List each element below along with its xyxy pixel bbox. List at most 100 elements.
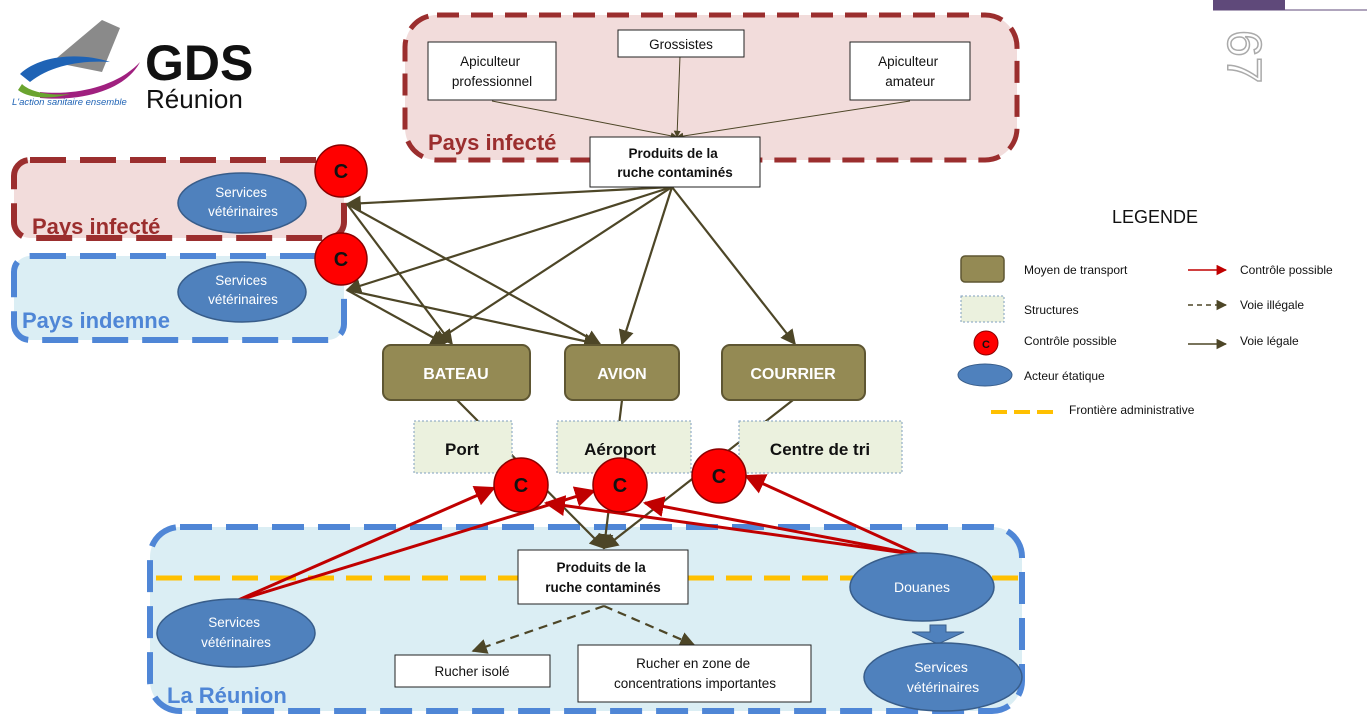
control-tri-mark: C	[712, 466, 726, 488]
page-number: 67	[1217, 30, 1270, 83]
legend-transport-label: Moyen de transport	[1024, 263, 1128, 277]
arrow-infected-to-bateau	[346, 203, 453, 346]
zone-reunion-label: La Réunion	[167, 683, 287, 708]
legend-control-mark: C	[982, 339, 990, 351]
zone-top-label: Pays infecté	[428, 130, 556, 155]
transport-avion: AVION	[564, 344, 680, 401]
source-amateur-line1: Apiculteur	[878, 54, 939, 69]
page-number-bar	[1213, 0, 1285, 10]
control-tri: C	[691, 448, 747, 504]
legend-transport-swatch	[960, 255, 1005, 283]
legend-control-swatch	[973, 330, 999, 356]
control-aeroport: C	[592, 457, 648, 513]
svg-text:Produits de la ruche con: Produits de la ruche contaminés	[545, 560, 661, 595]
logo-brand: GDS	[145, 35, 253, 91]
arrow-grossistes-to-products	[673, 55, 681, 138]
logo-tagline: L'action sanitaire ensemble	[12, 97, 127, 108]
arrow-amateur-to-products	[676, 100, 911, 140]
control-port-mark: C	[514, 475, 528, 497]
source-pro-line1: Apiculteur	[460, 54, 521, 69]
legend-control-label: Contrôle possible	[1024, 334, 1117, 348]
transport-courrier: COURRIER	[721, 344, 866, 401]
legend-title: LEGENDE	[1112, 207, 1198, 227]
control-aeroport-mark: C	[613, 475, 627, 497]
products-bottom-line1: Produits de la	[556, 560, 646, 575]
logo-sub: Réunion	[146, 84, 243, 114]
transport-avion-label: AVION	[597, 366, 646, 383]
actor-services-reunion-right: Services vétérinaires	[863, 642, 1023, 712]
arrow-pro-to-products	[491, 100, 678, 140]
control-arrow-douanes-to-port	[543, 495, 921, 557]
control-arrow-vet-to-port	[235, 485, 496, 603]
control-arrow-douanes-to-aeroport	[642, 496, 921, 557]
rucher-isole-label: Rucher isolé	[434, 664, 509, 679]
control-arrow-douanes-to-tri	[744, 474, 921, 557]
actor-services-right-line2: vétérinaires	[907, 679, 979, 695]
legend-illegal-label: Voie illégale	[1240, 298, 1304, 312]
actor-services-infected-line2: vétérinaires	[208, 204, 278, 219]
control-left-free: C	[314, 232, 368, 286]
actor-services-reunion: Services vétérinaires	[156, 598, 316, 668]
source-amateur-line2: amateur	[885, 74, 935, 89]
transport-bateau: BATEAU	[382, 344, 531, 401]
arrow-products-to-free	[345, 185, 673, 294]
source-amateur: Apiculteur amateur	[849, 41, 971, 101]
rucher-zone-line2: concentrations importantes	[614, 676, 776, 691]
actor-services-reunion-line1: Services	[208, 615, 260, 630]
svg-text:Apiculteur amateur: Apiculteur amateur	[878, 54, 942, 89]
douanes-to-services-arrow	[911, 624, 965, 645]
actor-services-reunion-line2: vétérinaires	[201, 635, 271, 650]
svg-text:Apiculteur professionnel: Apiculteur professionnel	[452, 54, 532, 89]
legend-actor-label: Acteur étatique	[1024, 369, 1105, 383]
arrow-products-to-bateau	[430, 186, 673, 345]
svg-text:Services vétérinaires: Services vétérinaires	[208, 273, 278, 307]
products-top: Produits de la ruche contaminés	[589, 136, 761, 188]
illegal-arrow-to-isole	[471, 604, 605, 654]
page-number-area: 67	[1213, 0, 1367, 84]
structure-port: Port	[413, 420, 513, 474]
gds-logo: GDS Réunion L'action sanitaire ensemble	[12, 20, 253, 114]
logo-swoosh-green	[18, 84, 70, 98]
svg-text:Services vétérinaires: Services vétérinaires	[907, 659, 979, 695]
arrow-infected-to-avion	[346, 203, 602, 345]
arrow-products-to-avion	[618, 186, 674, 346]
transport-courrier-label: COURRIER	[750, 366, 836, 383]
illegal-routes	[471, 604, 696, 654]
zone-left-free-label: Pays indemne	[22, 308, 170, 333]
svg-text:Services vétérinaires: Services vétérinaires	[208, 185, 278, 219]
legend-structures-label: Structures	[1024, 303, 1079, 317]
products-top-line2: ruche contaminés	[617, 165, 733, 180]
structure-tri-label: Centre de tri	[770, 440, 870, 459]
actor-douanes-label: Douanes	[894, 579, 950, 595]
arrow-free-to-bateau	[346, 289, 447, 345]
actor-services-free-line1: Services	[215, 273, 267, 288]
legend-actor-swatch	[957, 363, 1013, 387]
actor-services-right-line1: Services	[914, 659, 968, 675]
legend-border-label: Frontière administrative	[1069, 403, 1195, 417]
transport-bateau-label: BATEAU	[423, 366, 488, 383]
legend: LEGENDE Moyen de transport Structures C …	[957, 207, 1333, 417]
legend-structures-swatch	[960, 295, 1005, 323]
arrow-products-to-courrier	[671, 186, 796, 346]
legend-control-arrow-label: Contrôle possible	[1240, 263, 1333, 277]
actor-services-infected-line1: Services	[215, 185, 267, 200]
products-bottom: Produits de la ruche contaminés	[517, 549, 689, 605]
logo-swoosh-blue	[20, 56, 110, 82]
structure-tri: Centre de tri	[738, 420, 903, 474]
actor-services-infected: Services vétérinaires	[177, 172, 307, 234]
rucher-zone: Rucher en zone de concentrations importa…	[577, 644, 812, 703]
control-left-infected: C	[314, 144, 368, 198]
rucher-isole: Rucher isolé	[394, 654, 551, 688]
actor-douanes: Douanes	[849, 552, 995, 622]
source-grossistes: Grossistes	[617, 29, 745, 58]
illegal-arrow-to-zone	[603, 604, 696, 647]
structure-aeroport-label: Aéroport	[584, 440, 656, 459]
source-pro: Apiculteur professionnel	[427, 41, 557, 101]
arrow-free-to-avion	[346, 288, 600, 349]
arrow-products-to-infected	[345, 185, 673, 211]
products-bottom-line2: ruche contaminés	[545, 580, 661, 595]
products-top-line1: Produits de la	[628, 146, 718, 161]
zone-left-infected-label: Pays infecté	[32, 214, 160, 239]
control-port: C	[493, 457, 549, 513]
